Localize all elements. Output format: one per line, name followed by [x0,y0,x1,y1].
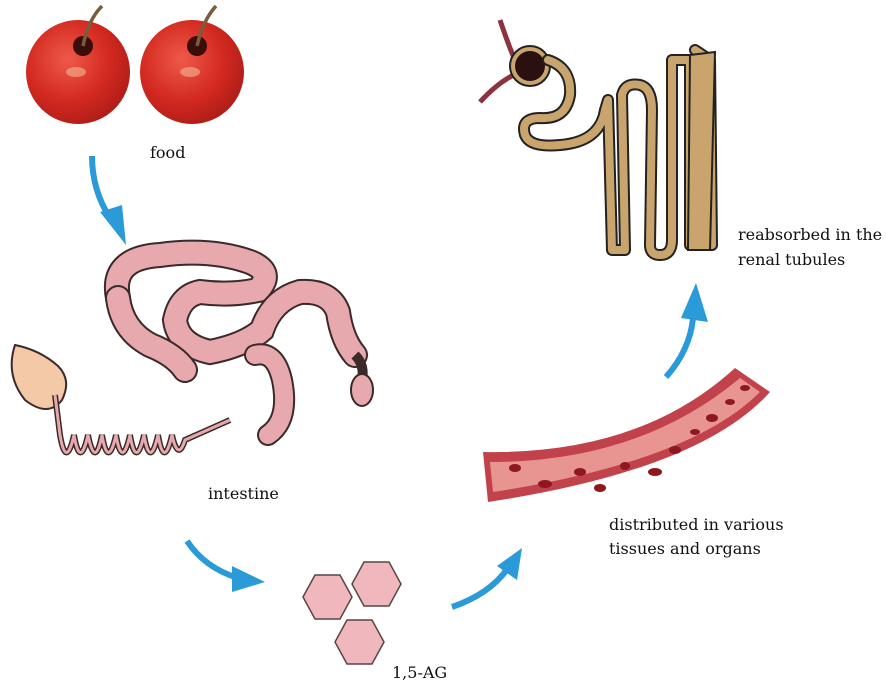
reabsorbed-label-line1: reabsorbed in the [738,225,883,244]
arrow-icon [89,155,113,220]
intestine-icon [10,239,374,456]
arrow-icon [232,566,265,592]
arrow-icon [100,205,126,245]
apple-icon [140,4,244,124]
arrow-icon [497,548,522,580]
intestine-label: intestine [208,484,279,503]
apple-icon [26,4,130,124]
reabsorbed-label-line2: renal tubules [738,250,846,269]
food-label: food [150,143,186,162]
hexagon-molecule-icon [302,561,402,665]
arrow-icon [663,317,696,379]
nephron-icon [478,19,718,261]
distributed-label-line1: distributed in various [609,515,784,534]
distributed-label-line2: tissues and organs [609,539,761,558]
arrow-icon [184,539,239,581]
compound-label: 1,5-AG [392,663,448,682]
arrow-icon [451,566,511,610]
arrow-icon [681,283,708,322]
blood-vessel-icon [483,368,770,502]
